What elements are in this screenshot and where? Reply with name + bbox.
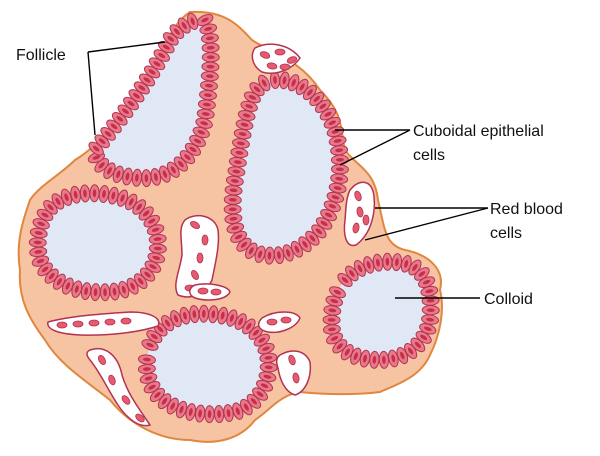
red-blood-cell bbox=[105, 319, 115, 325]
epithelial-cell bbox=[29, 238, 46, 248]
epithelial-cell bbox=[202, 53, 219, 62]
label-rbc-line1: Red blood bbox=[490, 201, 563, 218]
label-follicle: Follicle bbox=[16, 47, 66, 64]
epithelial-cell bbox=[202, 62, 219, 72]
epithelial-cell bbox=[90, 185, 100, 202]
epithelial-cell bbox=[224, 204, 241, 214]
epithelial-cell bbox=[100, 284, 110, 301]
red-blood-cell bbox=[281, 317, 291, 323]
follicle-leader bbox=[88, 42, 165, 52]
label-rbc-line2: cells bbox=[490, 225, 522, 242]
label-cuboidal-line2: cells bbox=[413, 147, 445, 164]
epithelial-cell bbox=[264, 247, 274, 264]
epithelial-cell bbox=[331, 164, 348, 174]
red-blood-cell bbox=[73, 321, 83, 327]
red-blood-cell bbox=[198, 288, 208, 294]
epithelial-cell bbox=[422, 305, 439, 315]
red-blood-cell bbox=[280, 64, 290, 70]
epithelial-cell bbox=[205, 406, 215, 423]
red-blood-cell bbox=[267, 319, 277, 325]
red-blood-cell bbox=[202, 235, 208, 245]
epithelial-cell bbox=[142, 169, 152, 186]
capillary bbox=[190, 284, 230, 300]
epithelial-cell bbox=[331, 155, 348, 165]
cuboidal-leader-bottom bbox=[340, 130, 410, 165]
label-cuboidal-line1: Cuboidal epithelial bbox=[413, 123, 544, 140]
red-blood-cell bbox=[121, 318, 131, 324]
epithelial-cell bbox=[199, 305, 209, 322]
follicle-leader-lower bbox=[88, 52, 95, 135]
red-blood-cell bbox=[57, 322, 67, 328]
red-blood-cell bbox=[275, 49, 285, 55]
epithelial-cell bbox=[383, 253, 393, 270]
label-colloid: Colloid bbox=[484, 291, 533, 308]
red-blood-cell bbox=[197, 253, 203, 263]
epithelial-cell bbox=[202, 43, 219, 53]
red-blood-cell bbox=[363, 215, 369, 225]
red-blood-cell bbox=[89, 320, 99, 326]
epithelial-cell bbox=[214, 405, 224, 422]
epithelial-cell bbox=[323, 315, 340, 325]
red-blood-cell bbox=[211, 289, 221, 295]
epithelial-cell bbox=[224, 195, 241, 205]
